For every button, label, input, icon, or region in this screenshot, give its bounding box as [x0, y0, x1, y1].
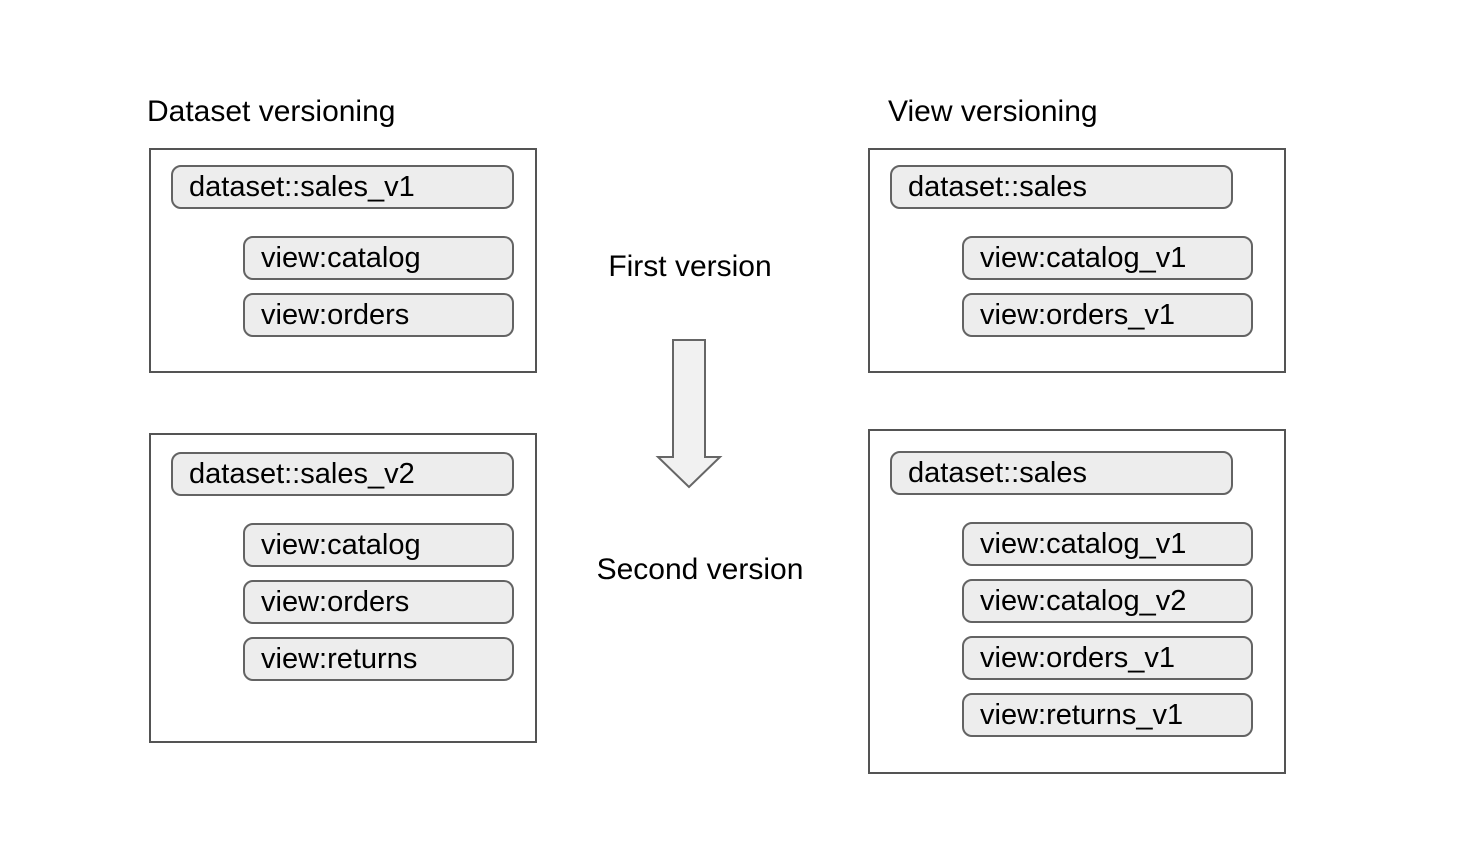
view-pill-list: view:catalog view:orders view:returns [243, 523, 535, 681]
dataset-pill: dataset::sales_v2 [171, 452, 514, 496]
dataset-pill: dataset::sales_v1 [171, 165, 514, 209]
view-pill: view:catalog_v1 [962, 522, 1253, 566]
second-version-label: Second version [596, 553, 804, 586]
first-version-label: First version [608, 250, 772, 283]
view-pill: view:orders [243, 580, 514, 624]
down-arrow-icon [655, 339, 723, 489]
view-pill-list: view:catalog_v1 view:orders_v1 [962, 236, 1284, 337]
view-pill-list: view:catalog view:orders [243, 236, 535, 337]
view-pill: view:orders_v1 [962, 293, 1253, 337]
view-pill: view:orders_v1 [962, 636, 1253, 680]
view-pill: view:catalog_v2 [962, 579, 1253, 623]
view-pill-list: view:catalog_v1 view:catalog_v2 view:order… [962, 522, 1284, 737]
dataset-versioning-title: Dataset versioning [147, 95, 396, 128]
view-pill: view:orders [243, 293, 514, 337]
view-pill: view:catalog_v1 [962, 236, 1253, 280]
view-pill: view:returns_v1 [962, 693, 1253, 737]
dataset-pill: dataset::sales [890, 165, 1233, 209]
view-pill: view:catalog [243, 523, 514, 567]
view-pill: view:returns [243, 637, 514, 681]
dataset-pill: dataset::sales [890, 451, 1233, 495]
view-pill: view:catalog [243, 236, 514, 280]
view-versioning-title: View versioning [888, 95, 1098, 128]
